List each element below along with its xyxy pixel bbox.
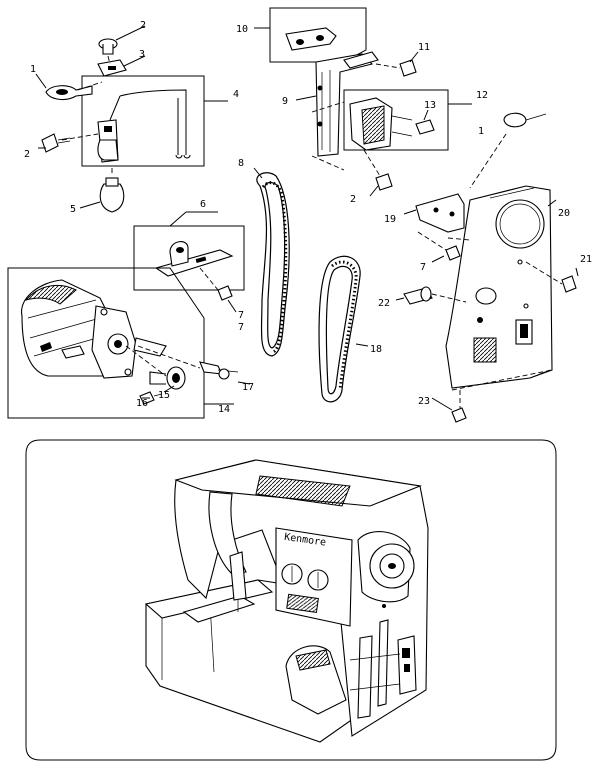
part-label-2: 2 [140, 20, 146, 31]
part-label-1: 1 [478, 126, 484, 137]
part-label-2: 2 [24, 149, 30, 160]
sewing-machine-illustration: Kenmore [25, 439, 557, 761]
upper-bracket-assembly [254, 7, 472, 197]
part-label-19: 19 [384, 214, 396, 225]
part-label-10: 10 [236, 24, 248, 35]
thread-guide-assembly [35, 25, 228, 213]
part-label-12: 12 [476, 90, 488, 101]
bracket-6-assembly [133, 211, 245, 313]
part-label-3: 3 [139, 49, 145, 60]
part-label-7: 7 [420, 262, 426, 273]
part-label-8: 8 [238, 158, 244, 169]
part-label-23: 23 [418, 396, 430, 407]
side-cover-assembly [395, 112, 579, 423]
part-label-7: 7 [238, 310, 244, 321]
motor-assembly [7, 267, 251, 419]
part-label-20: 20 [558, 208, 570, 219]
part-label-15: 15 [158, 390, 170, 401]
part-label-5: 5 [70, 204, 76, 215]
part-label-14: 14 [218, 404, 230, 415]
part-label-1: 1 [30, 64, 36, 75]
part-label-6: 6 [200, 199, 206, 210]
part-label-16: 16 [136, 398, 148, 409]
part-label-22: 22 [378, 298, 390, 309]
part-label-17: 17 [242, 382, 254, 393]
part-label-11: 11 [418, 42, 430, 53]
part-label-7: 7 [238, 322, 244, 333]
part-label-9: 9 [282, 96, 288, 107]
part-label-21: 21 [580, 254, 592, 265]
part-number-labels: 1 2 3 4 2 5 6 7 8 9 10 11 12 13 1 2 19 2… [24, 20, 592, 415]
part-label-4: 4 [233, 89, 239, 100]
belt-8 [253, 167, 290, 357]
part-label-2: 2 [350, 194, 356, 205]
part-label-18: 18 [370, 344, 382, 355]
belt-18 [318, 255, 369, 403]
part-label-13: 13 [424, 100, 436, 111]
